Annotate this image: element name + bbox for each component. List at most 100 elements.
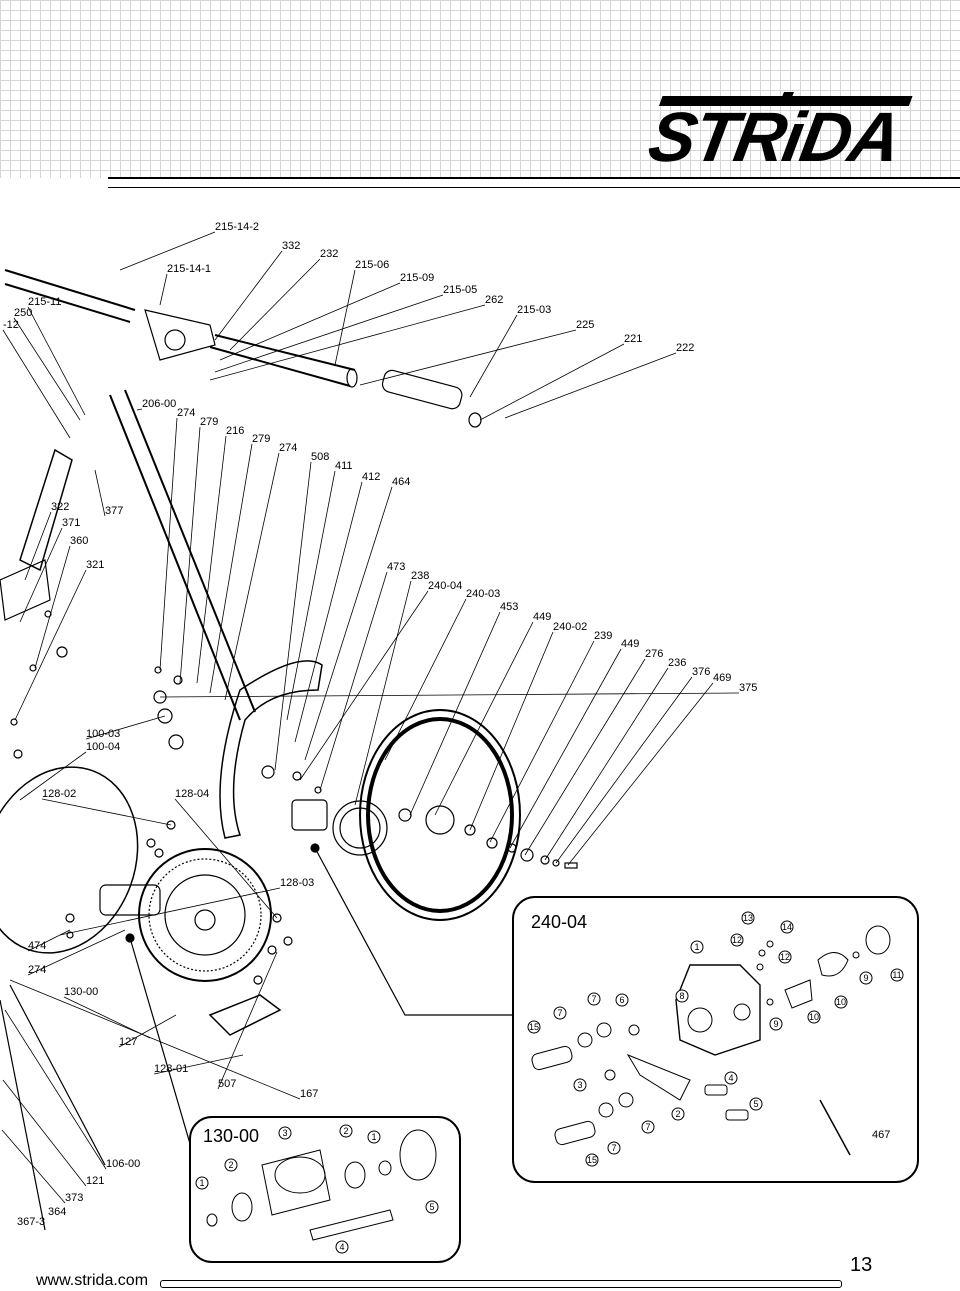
part-label: 276 xyxy=(645,648,663,660)
leader-line xyxy=(294,481,363,743)
callout-circle xyxy=(587,992,601,1006)
part-label: 360 xyxy=(70,535,88,547)
leader-line xyxy=(224,452,280,701)
callout-number: 15 xyxy=(587,1155,597,1165)
part-label: 215-06 xyxy=(355,259,389,271)
callout-circle xyxy=(425,1200,439,1214)
callout-circle xyxy=(890,968,904,982)
part-label: 262 xyxy=(485,294,503,306)
leader-line xyxy=(119,231,216,271)
leader-line xyxy=(59,887,281,936)
callout-circle xyxy=(671,1107,685,1121)
callout-circle xyxy=(195,1176,209,1190)
callout-number: 7 xyxy=(557,1008,562,1018)
part-label: 507 xyxy=(218,1078,236,1090)
leader-line xyxy=(555,676,693,864)
part-label: 100-04 xyxy=(86,741,120,753)
callout-circle xyxy=(607,1141,621,1155)
detail-title-130-00: 130-00 xyxy=(203,1126,259,1146)
leader-line xyxy=(434,621,534,816)
part-label: 321 xyxy=(86,559,104,571)
part-label: 274 xyxy=(279,442,297,454)
detail-title-240-04: 240-04 xyxy=(531,912,587,932)
callout-circle xyxy=(339,1124,353,1138)
part-label: 215-14-2 xyxy=(215,221,259,233)
callout-circle xyxy=(335,1240,349,1254)
callout-circle xyxy=(859,971,873,985)
part-label: 128-03 xyxy=(280,877,314,889)
callout-number: 5 xyxy=(753,1099,758,1109)
part-label: 215-05 xyxy=(443,284,477,296)
part-label: 100-03 xyxy=(86,728,120,740)
leader-line xyxy=(2,1079,87,1187)
callout-number: 1 xyxy=(371,1132,376,1142)
leader-line xyxy=(174,798,278,919)
leader-line xyxy=(274,461,312,771)
part-label: 375 xyxy=(739,682,757,694)
leader-line xyxy=(179,426,201,684)
leader-line xyxy=(13,317,81,421)
leader-line xyxy=(118,1014,177,1048)
callout-circle xyxy=(690,940,704,954)
callout-circle xyxy=(724,1071,738,1085)
leader-line xyxy=(19,751,87,801)
header-grid-background xyxy=(0,0,960,178)
part-label: 221 xyxy=(624,333,642,345)
part-label: 216 xyxy=(226,425,244,437)
leader-line xyxy=(196,435,227,684)
part-label: 232 xyxy=(320,248,338,260)
leader-line xyxy=(27,929,126,976)
callout-number: 2 xyxy=(675,1109,680,1119)
part-label: 411 xyxy=(335,460,353,472)
callout-number: 2 xyxy=(343,1126,348,1136)
leader-line xyxy=(159,692,740,698)
leader-line xyxy=(217,951,278,1090)
callout-number: 10 xyxy=(809,1012,819,1022)
callout-number: 1 xyxy=(199,1178,204,1188)
leader-line xyxy=(2,329,71,439)
part-label: 250 xyxy=(14,307,32,319)
part-label: 367-3 xyxy=(17,1216,45,1228)
part-label: 240-02 xyxy=(553,621,587,633)
leader-line xyxy=(214,294,444,373)
leader-line xyxy=(4,1009,107,1170)
callout-circle xyxy=(527,1020,541,1034)
callout-number: 3 xyxy=(282,1128,287,1138)
callout-circle xyxy=(778,950,792,964)
leader-line xyxy=(209,304,486,381)
part-label: 371 xyxy=(62,517,80,529)
leader-line xyxy=(469,631,554,831)
footer-url: www.strida.com xyxy=(36,1272,149,1289)
leader-line xyxy=(1,1129,66,1204)
leader-line xyxy=(34,545,71,669)
leader-line xyxy=(27,306,86,416)
part-label: 215-09 xyxy=(400,272,434,284)
part-label: 449 xyxy=(533,611,551,623)
brand-logo-icon xyxy=(658,92,913,106)
part-label: 279 xyxy=(252,433,270,445)
callout-number: 15 xyxy=(529,1022,539,1032)
callout-circle xyxy=(278,1126,292,1140)
part-label: 236 xyxy=(668,657,686,669)
part-label: 215-03 xyxy=(517,304,551,316)
callout-circle xyxy=(834,995,848,1009)
callout-circle xyxy=(741,911,755,925)
part-label: 130-00 xyxy=(64,986,98,998)
leader-line xyxy=(409,611,501,816)
callout-number: 12 xyxy=(732,935,742,945)
part-label: 238 xyxy=(411,570,429,582)
leader-line xyxy=(334,269,356,366)
leader-line xyxy=(229,258,321,351)
part-label: 240-04 xyxy=(428,580,462,592)
callout-number: 7 xyxy=(645,1122,650,1132)
leader-line xyxy=(159,273,168,306)
callout-circle xyxy=(367,1130,381,1144)
leader-line xyxy=(544,667,669,861)
callout-circle xyxy=(769,1017,783,1031)
callout-circle xyxy=(553,1006,567,1020)
callout-circle xyxy=(730,933,744,947)
callout-circle xyxy=(749,1097,763,1111)
part-label: 376 xyxy=(692,666,710,678)
callout-circle xyxy=(224,1158,238,1172)
